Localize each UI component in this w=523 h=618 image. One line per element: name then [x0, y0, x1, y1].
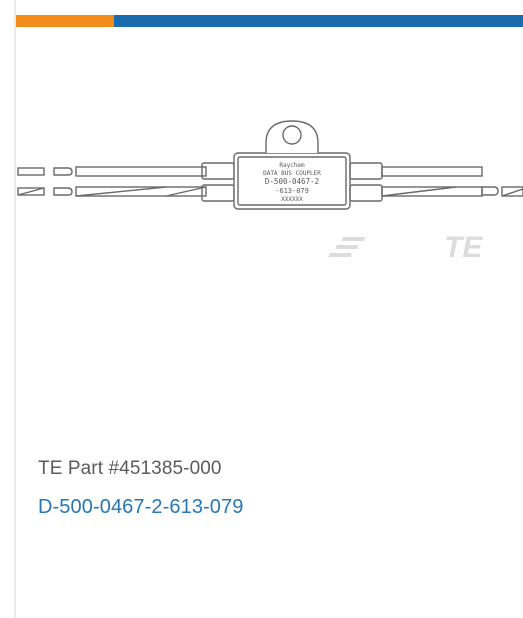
cable-bottom-left	[75, 186, 207, 197]
card-left-border	[14, 0, 16, 618]
product-name-link[interactable]: D-500-0467-2-613-079	[38, 496, 244, 518]
accent-bar-orange	[16, 15, 114, 27]
coupler-label-line-3: D-500-0467-2	[265, 177, 319, 186]
cable-top-right	[381, 166, 483, 177]
coupler-label-line-4: -613-079	[275, 187, 309, 195]
part-number-label: TE Part #451385-000	[38, 458, 222, 479]
coupler-label-line-1: Raychem	[279, 162, 305, 169]
te-logo-watermark: TE	[328, 231, 483, 264]
mounting-tab	[265, 120, 319, 153]
svg-text:TE: TE	[444, 231, 483, 264]
product-image[interactable]: Raychem DATA BUS COUPLER D-500-0467-2 -6…	[16, 105, 523, 285]
accent-bar	[16, 15, 523, 27]
coupler-label-line-5: XXXXXX	[281, 196, 303, 203]
accent-bar-blue	[114, 15, 523, 27]
mounting-hole	[282, 125, 302, 145]
wire-stub-bottom-left	[17, 187, 45, 196]
coupler-label-line-2: DATA BUS COUPLER	[263, 170, 321, 177]
wire-stub-top-left	[17, 167, 45, 176]
cable-top-left	[75, 166, 207, 177]
